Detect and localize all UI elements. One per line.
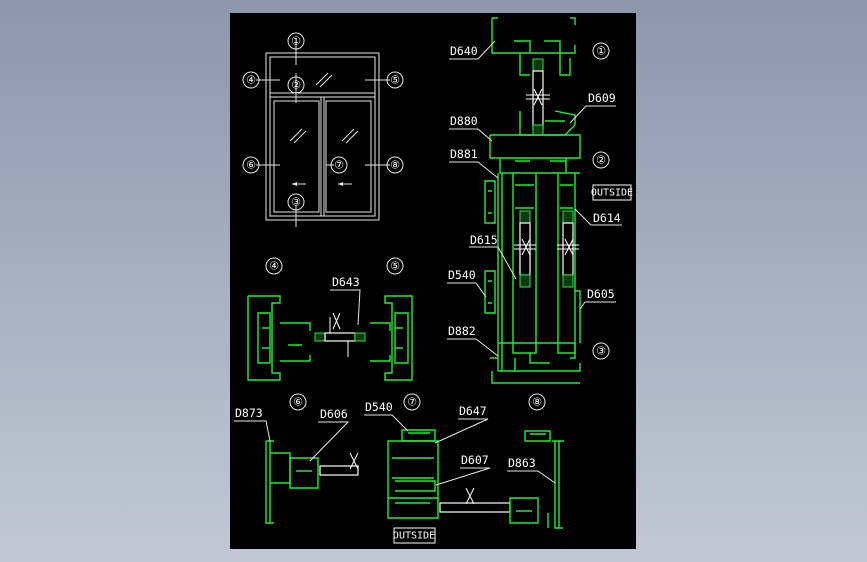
leader-lines <box>234 40 622 486</box>
label-d647: D647 <box>459 404 487 418</box>
label-d540-horizontal: D540 <box>365 400 393 414</box>
label-d880: D880 <box>450 114 478 128</box>
vertical-section-callouts: ① ② ③ <box>592 42 610 360</box>
section-6-7-8-callouts: ⑥ ⑦ ⑧ <box>289 393 546 411</box>
callout-4: ④ <box>246 74 256 87</box>
part-labels: D640 D609 D880 D881 D614 D615 D540 D605 … <box>235 44 621 470</box>
window-elevation <box>256 43 390 227</box>
callout-2-section: ② <box>596 154 606 167</box>
section-6-7-8 <box>265 429 564 529</box>
callout-8: ⑧ <box>390 159 400 172</box>
label-d606: D606 <box>320 407 348 421</box>
label-d873: D873 <box>235 406 263 420</box>
svg-text:OUTSIDE: OUTSIDE <box>393 531 435 542</box>
callout-8-section: ⑧ <box>532 396 542 409</box>
vertical-section <box>484 17 581 384</box>
outside-tag-right: OUTSIDE <box>591 184 633 201</box>
slide-arrow-left-icon <box>292 182 297 186</box>
callout-3-section: ③ <box>596 345 606 358</box>
callout-5: ⑤ <box>390 74 400 87</box>
label-d643: D643 <box>332 275 360 289</box>
callout-1: ① <box>291 35 301 48</box>
slide-arrow-left-icon <box>338 182 343 186</box>
label-d607: D607 <box>461 453 489 467</box>
label-d882: D882 <box>448 324 476 338</box>
callout-2: ② <box>291 79 301 92</box>
label-d863: D863 <box>508 456 536 470</box>
label-d881: D881 <box>450 147 478 161</box>
callout-6-section: ⑥ <box>293 396 303 409</box>
callout-1-section: ① <box>596 45 606 58</box>
elevation-callouts: ① ② ③ ④ ⑤ ⑥ ⑦ ⑧ <box>242 32 404 211</box>
callout-4-section: ④ <box>269 260 279 273</box>
label-d640: D640 <box>450 44 478 58</box>
section-4-5 <box>247 295 413 381</box>
label-d614: D614 <box>593 211 621 225</box>
callout-3: ③ <box>291 196 301 209</box>
section-4-5-callouts: ④ ⑤ <box>265 257 404 275</box>
callout-7: ⑦ <box>334 159 344 172</box>
svg-text:OUTSIDE: OUTSIDE <box>591 188 633 199</box>
cad-drawing-canvas: ① ② ③ ④ ⑤ ⑥ ⑦ ⑧ <box>230 13 636 549</box>
window-section-drawing: ① ② ③ ④ ⑤ ⑥ ⑦ ⑧ <box>234 17 633 544</box>
label-d540-vertical: D540 <box>448 268 476 282</box>
label-d615: D615 <box>470 233 498 247</box>
label-d605: D605 <box>587 287 615 301</box>
callout-7-section: ⑦ <box>407 396 417 409</box>
callout-6: ⑥ <box>246 159 256 172</box>
callout-5-section: ⑤ <box>390 260 400 273</box>
label-d609: D609 <box>588 91 616 105</box>
outside-tag-bottom: OUTSIDE <box>393 527 436 544</box>
